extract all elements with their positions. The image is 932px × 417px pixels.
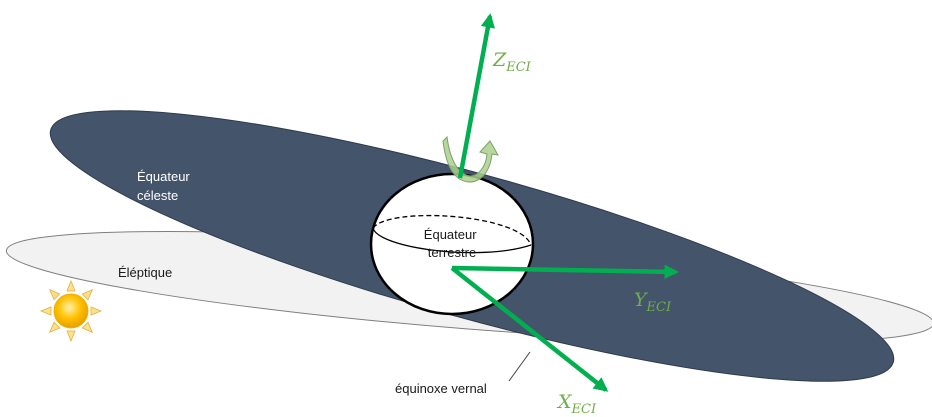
earth-sphere [369, 172, 535, 316]
vernal-equinox-label: équinoxe vernal [395, 381, 487, 396]
terrestrial-equator-label-line1: Équateur [424, 227, 477, 242]
celestial-equator-label-line1: Équateur [137, 169, 190, 184]
ecliptic-label: Éléptique [118, 265, 172, 280]
vernal-equinox-leader [508, 351, 531, 382]
y-axis-arrow [451, 264, 679, 279]
celestial-equator-label-line2: céleste [137, 188, 178, 203]
z-axis-label: ZECI [492, 49, 532, 75]
z-axis-arrow [457, 13, 495, 179]
sun-icon [39, 279, 103, 343]
x-axis-label: XECI [556, 391, 597, 417]
celestial-equator-label: Équateur céleste [137, 169, 193, 203]
y-axis-label: YECI [634, 289, 672, 315]
terrestrial-equator-label: Équateur terrestre [424, 227, 480, 260]
terrestrial-equator-label-line2: terrestre [428, 245, 476, 260]
eci-axes [450, 13, 679, 392]
rotation-arrow-icon [442, 135, 499, 183]
x-axis-arrow [450, 266, 609, 392]
